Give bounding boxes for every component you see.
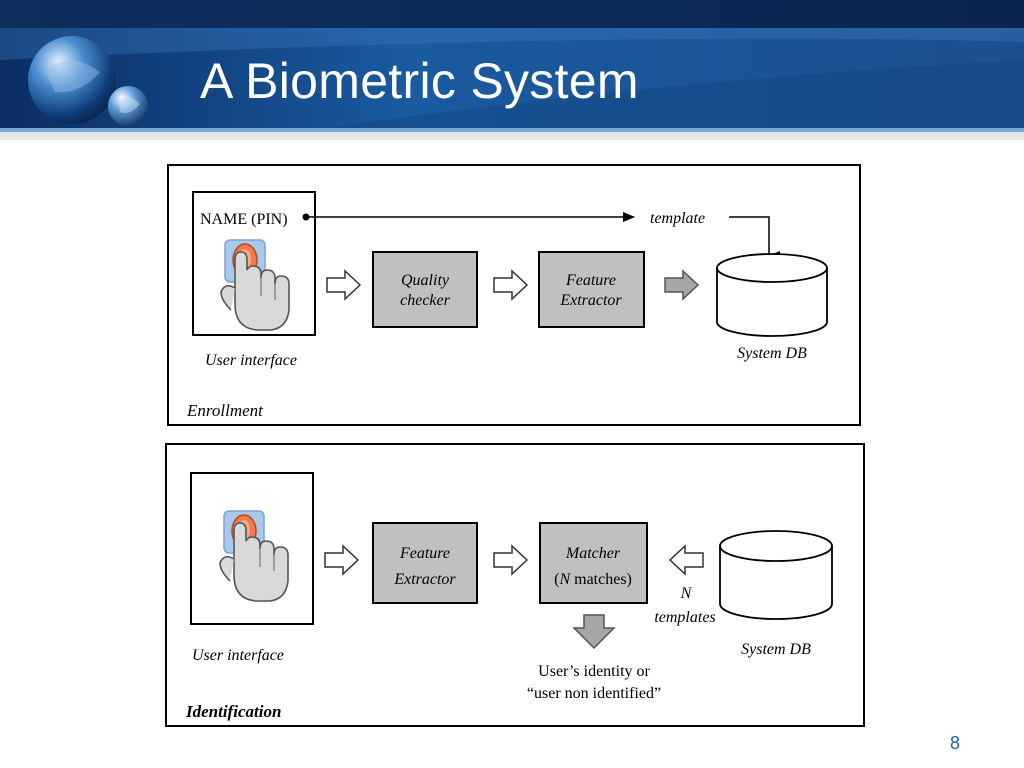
enrollment-flow-arrow-3 xyxy=(664,269,700,301)
identification-flow-arrow-2 xyxy=(493,544,529,576)
matcher-line1: Matcher xyxy=(565,545,621,562)
page-number: 8 xyxy=(949,733,960,753)
enrollment-feature-line1: Feature xyxy=(565,272,616,289)
enrollment-system-db-label: System DB xyxy=(737,345,807,362)
identification-system-db-label: System DB xyxy=(741,641,811,658)
result-line2: “user non identified” xyxy=(527,685,661,702)
identification-panel: User interface Feature Extractor Matcher… xyxy=(165,443,865,727)
matcher-box xyxy=(539,522,648,604)
database-cylinder-icon xyxy=(716,253,828,337)
identification-feature-line1: Feature xyxy=(399,545,450,562)
n-label: N xyxy=(680,585,693,602)
templates-to-matcher-arrow xyxy=(668,544,704,576)
database-cylinder-icon xyxy=(719,530,833,620)
identification-flow-arrow-1 xyxy=(324,544,360,576)
globe-logo-icon xyxy=(28,36,148,126)
enrollment-section-label: Enrollment xyxy=(186,401,264,420)
enrollment-panel: NAME (PIN) User interface template Quali… xyxy=(167,164,861,426)
identification-feature-line2: Extractor xyxy=(393,571,456,588)
name-pin-dot xyxy=(302,213,310,221)
quality-checker-box xyxy=(372,251,478,328)
identification-section-label: Identification xyxy=(185,702,281,721)
name-pin-label: NAME (PIN) xyxy=(200,211,288,228)
identification-user-interface-label: User interface xyxy=(192,647,284,664)
slide-title: A Biometric System xyxy=(200,53,639,109)
template-to-db-arrow xyxy=(729,216,780,261)
template-label: template xyxy=(650,210,705,227)
enrollment-user-interface-label: User interface xyxy=(205,352,297,369)
enrollment-feature-extractor-box xyxy=(538,251,645,328)
enrollment-flow-arrow-1 xyxy=(326,269,362,301)
matcher-result-arrow xyxy=(572,614,616,650)
enrollment-feature-line2: Extractor xyxy=(559,292,622,309)
header-background xyxy=(0,0,1024,140)
slide-header: A Biometric System xyxy=(0,0,1024,140)
matcher-line2: (N matches) xyxy=(554,571,632,588)
identification-feature-extractor-box xyxy=(372,522,478,604)
quality-checker-line1: Quality xyxy=(401,272,450,289)
quality-checker-line2: checker xyxy=(400,292,451,309)
templates-label: templates xyxy=(654,609,715,626)
enrollment-flow-arrow-2 xyxy=(493,269,529,301)
result-line1: User’s identity or xyxy=(538,663,650,680)
